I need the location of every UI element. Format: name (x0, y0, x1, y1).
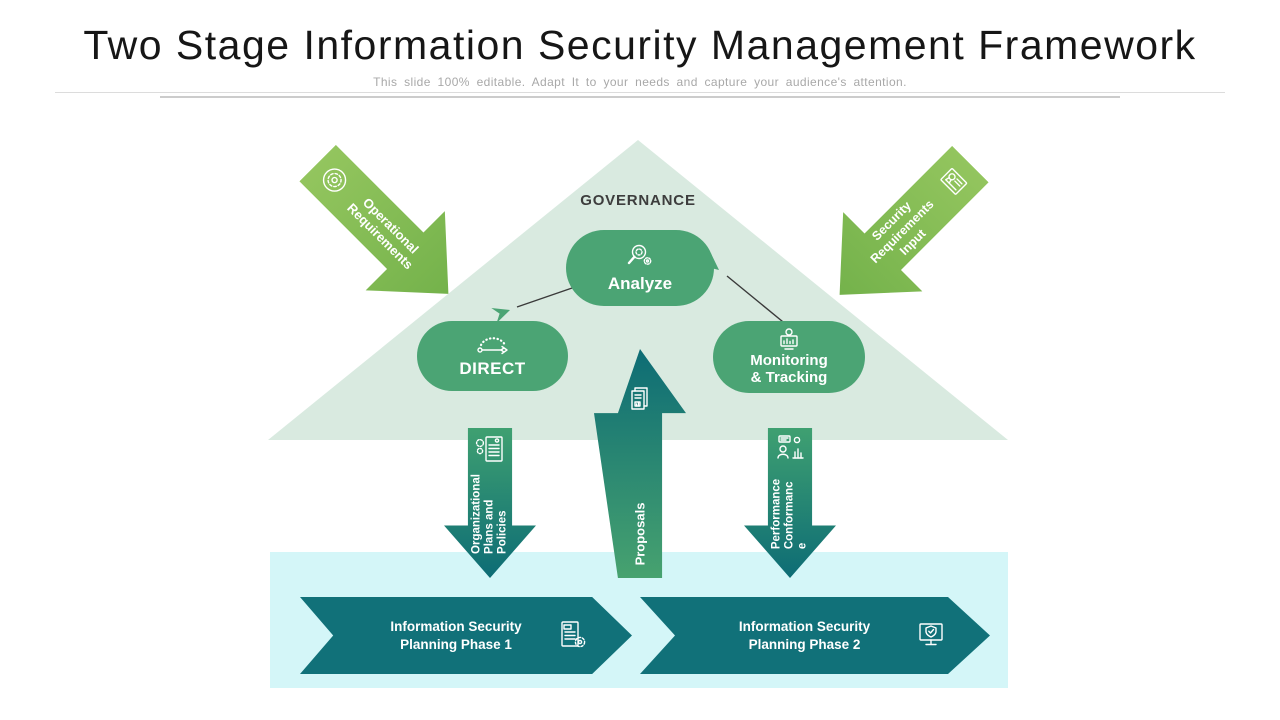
planning-phase-1-label: Information Security Planning Phase 1 (353, 618, 559, 654)
certificate-icon (932, 160, 974, 202)
performance-conformance-label: Performance Conformanc e (771, 479, 810, 549)
operational-requirements-arrow: Operational Requirements (278, 123, 488, 333)
monitor-tracking-icon (780, 328, 798, 350)
gear-badge-icon (313, 159, 355, 201)
direct-node: DIRECT (417, 321, 568, 391)
planning-phase-1-arrow: Information Security Planning Phase 1 (300, 597, 632, 674)
direction-arrow-icon (476, 337, 508, 355)
monitoring-tracking-label: Monitoring & Tracking (750, 352, 827, 386)
label-line: Plans and (483, 499, 496, 554)
people-chart-icon (777, 435, 804, 459)
planning-phase-2-label: Information Security Planning Phase 2 (696, 618, 913, 654)
label-line: Proposals (632, 502, 648, 566)
proposals-label: Proposals (632, 502, 648, 566)
label-line: Conformanc (783, 481, 796, 550)
page-title: Two Stage Information Security Managemen… (83, 22, 1197, 68)
label-line: Information Security (390, 618, 522, 634)
direct-label: DIRECT (459, 359, 526, 378)
header-divider-top (55, 92, 1225, 93)
header-divider-bottom (160, 96, 1120, 98)
analyze-label: Analyze (607, 274, 673, 293)
label-line: Organizational (470, 474, 483, 554)
security-requirements-input-arrow: Security Requirements Input (800, 124, 1010, 334)
analyze-node: Analyze (566, 230, 714, 306)
clipboard-gear-icon (475, 436, 503, 462)
label-line: & Tracking (750, 369, 828, 386)
organizational-plans-label: Organizational Plans and Policies (471, 474, 510, 554)
magnifier-gear-icon (627, 244, 652, 265)
label-line: Policies (496, 510, 509, 554)
planning-phase-2-arrow: Information Security Planning Phase 2 (640, 597, 990, 674)
monitor-check-icon (919, 622, 943, 645)
label-line: e (796, 542, 809, 550)
label-line: Monitoring (750, 352, 828, 369)
governance-label: GOVERNANCE (580, 192, 696, 209)
label-line: Planning Phase 2 (748, 636, 861, 652)
documents-icon (631, 387, 648, 410)
page-subtitle: This slide 100% editable. Adapt It to yo… (373, 75, 907, 89)
label-line: Planning Phase 1 (400, 636, 512, 652)
document-gear-icon (561, 620, 586, 647)
label-line: Information Security (738, 618, 871, 634)
label-line: Performance (770, 478, 783, 550)
monitoring-tracking-node: Monitoring & Tracking (713, 321, 865, 393)
